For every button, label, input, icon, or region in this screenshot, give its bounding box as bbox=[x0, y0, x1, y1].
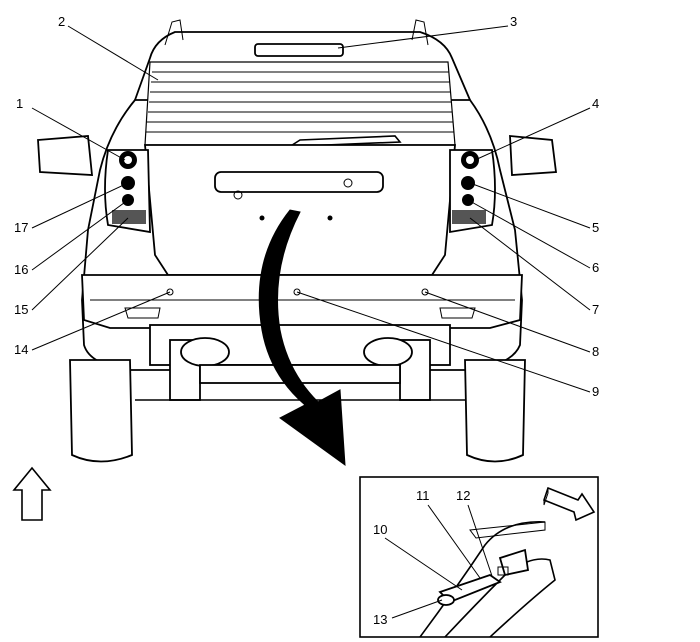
high-mount-stop-lamp bbox=[254, 43, 344, 57]
callout-16: 16 bbox=[14, 262, 28, 277]
left-rear-tire bbox=[69, 359, 133, 463]
callout-14: 14 bbox=[14, 342, 28, 357]
callout-11: 11 bbox=[416, 488, 430, 503]
callout-9: 9 bbox=[592, 384, 599, 399]
detail-pointer-arrow-icon bbox=[258, 209, 346, 467]
callout-17: 17 bbox=[14, 220, 28, 235]
callout-8: 8 bbox=[592, 344, 599, 359]
view-direction-arrow-icon bbox=[543, 486, 596, 522]
right-tail-lamp bbox=[449, 149, 496, 234]
callout-15: 15 bbox=[14, 302, 28, 317]
callout-5: 5 bbox=[592, 220, 599, 235]
leader-lines bbox=[31, 25, 591, 619]
undercarriage bbox=[135, 324, 465, 401]
defroster-lines bbox=[146, 71, 454, 133]
right-rear-tire bbox=[464, 359, 526, 463]
right-mirror bbox=[509, 135, 558, 176]
forward-direction-arrow-icon bbox=[12, 466, 52, 521]
callout-1: 1 bbox=[16, 96, 23, 111]
callout-10: 10 bbox=[373, 522, 387, 537]
callouts: 1 2 3 4 5 6 7 8 9 10 11 12 13 14 15 16 1… bbox=[14, 14, 599, 627]
callout-13: 13 bbox=[373, 612, 387, 627]
callout-7: 7 bbox=[592, 302, 599, 317]
detail-inset bbox=[359, 476, 599, 638]
rear-bumper bbox=[81, 274, 523, 329]
callout-4: 4 bbox=[592, 96, 599, 111]
vehicle-body bbox=[37, 19, 558, 463]
callout-3: 3 bbox=[510, 14, 517, 29]
callout-2: 2 bbox=[58, 14, 65, 29]
callout-6: 6 bbox=[592, 260, 599, 275]
left-mirror bbox=[37, 135, 94, 176]
liftgate-handle bbox=[214, 171, 384, 193]
callout-12: 12 bbox=[456, 488, 470, 503]
